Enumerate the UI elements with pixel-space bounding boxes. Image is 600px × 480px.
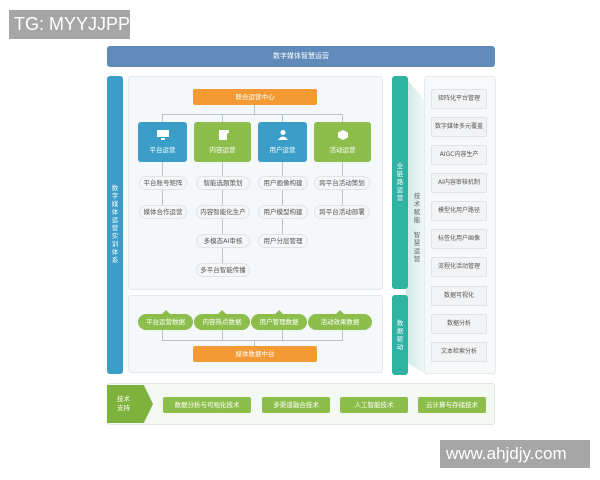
tech-data-visualization: 数据分析与可视化技术 xyxy=(163,397,251,413)
full-chain-ops-bar: 全链路运营 xyxy=(392,76,408,289)
item-content-production: 内容智能化生产 xyxy=(196,205,250,219)
connector xyxy=(254,340,255,346)
joint-ops-center: 联合运营中心 xyxy=(193,89,317,105)
cap-matrix-platform: 矩阵化平台管理 xyxy=(431,89,487,109)
tech-multichannel: 多渠道融合技术 xyxy=(262,397,330,413)
connector xyxy=(222,330,223,340)
watermark-top: TG: MYYJJPP xyxy=(9,10,130,39)
box-icon xyxy=(337,130,348,140)
connector xyxy=(254,105,255,114)
item-user-model: 用户模型构建 xyxy=(258,205,308,219)
connector xyxy=(342,114,343,122)
right-fan-decoration xyxy=(406,78,426,374)
cap-digital-media: 数字媒体多元覆盖 xyxy=(431,117,487,137)
diagram-title: 数字媒体智慧运营 xyxy=(107,46,495,67)
tech-cloud-storage: 云计算与存储技术 xyxy=(418,397,486,413)
category-user-ops: 用户运营 xyxy=(258,122,307,162)
connector xyxy=(282,162,283,242)
connector xyxy=(162,330,163,340)
item-user-profile: 用户画像构建 xyxy=(258,176,308,190)
connector xyxy=(162,114,343,115)
cap-user-tag: 标签化用户画像 xyxy=(431,229,487,249)
item-platform-account-matrix: 平台账号矩阵 xyxy=(139,176,187,190)
connector xyxy=(222,114,223,122)
left-system-label: 数字媒体运营实训体系 xyxy=(111,184,119,264)
tech-ai: 人工智能技术 xyxy=(340,397,408,413)
data-platform-ops: 平台运营数据 xyxy=(138,310,193,330)
cap-data-analysis: 数据分析 xyxy=(431,314,487,334)
category-label: 内容运营 xyxy=(209,146,236,154)
category-label: 用户运营 xyxy=(269,146,296,154)
cap-user-path: 模型化用户路径 xyxy=(431,201,487,221)
cap-activity-flow: 流程化活动管理 xyxy=(431,257,487,277)
user-icon xyxy=(277,130,288,140)
category-label: 活动运营 xyxy=(329,146,356,154)
item-multiplatform-spread: 多平台智能传播 xyxy=(196,263,250,277)
data-activity-effect: 活动效果数据 xyxy=(308,310,372,330)
monitor-icon xyxy=(156,130,169,140)
left-system-bar: 数字媒体运营实训体系 xyxy=(107,76,123,374)
document-icon xyxy=(218,130,229,140)
data-driven-label: 数据驱动 xyxy=(396,319,404,351)
item-ai-review: 多模态AI审核 xyxy=(196,234,250,248)
category-content-ops: 内容运营 xyxy=(194,122,251,162)
data-content-hotspot: 内容热点数据 xyxy=(194,310,250,330)
connector xyxy=(162,340,343,341)
tech-support-tag: 技术支持 xyxy=(107,385,153,423)
smart-ops-label: 智慧运营 xyxy=(413,231,421,263)
connector xyxy=(282,330,283,340)
media-data-hub: 媒体数据中台 xyxy=(193,346,317,362)
data-user-management: 用户管理数据 xyxy=(251,310,307,330)
item-user-tiering: 用户分层管理 xyxy=(258,234,308,248)
cap-data-visualization: 数据可视化 xyxy=(431,286,487,306)
category-activity-ops: 活动运营 xyxy=(314,122,371,162)
category-label: 平台运营 xyxy=(149,146,176,154)
connector xyxy=(162,114,163,122)
item-topic-planning: 智能选题策划 xyxy=(196,176,250,190)
full-chain-ops-label: 全链路运营 xyxy=(396,162,404,202)
watermark-bottom: www.ahjdjy.com xyxy=(440,440,590,468)
category-platform-ops: 平台运营 xyxy=(138,122,187,162)
connector xyxy=(282,114,283,122)
item-cross-activity-plan: 跨平台活动策划 xyxy=(314,176,370,190)
cap-text-retrieval: 文本检索分析 xyxy=(431,342,487,362)
item-cross-activity-deploy: 跨平台活动部署 xyxy=(314,205,370,219)
data-driven-bar: 数据驱动 xyxy=(392,295,408,375)
connector xyxy=(342,330,343,340)
cap-ai-review: AI内容审核机制 xyxy=(431,173,487,193)
tech-enable-label: 技术赋能 xyxy=(413,192,421,224)
item-media-cooperation: 媒体合作运营 xyxy=(139,205,187,219)
